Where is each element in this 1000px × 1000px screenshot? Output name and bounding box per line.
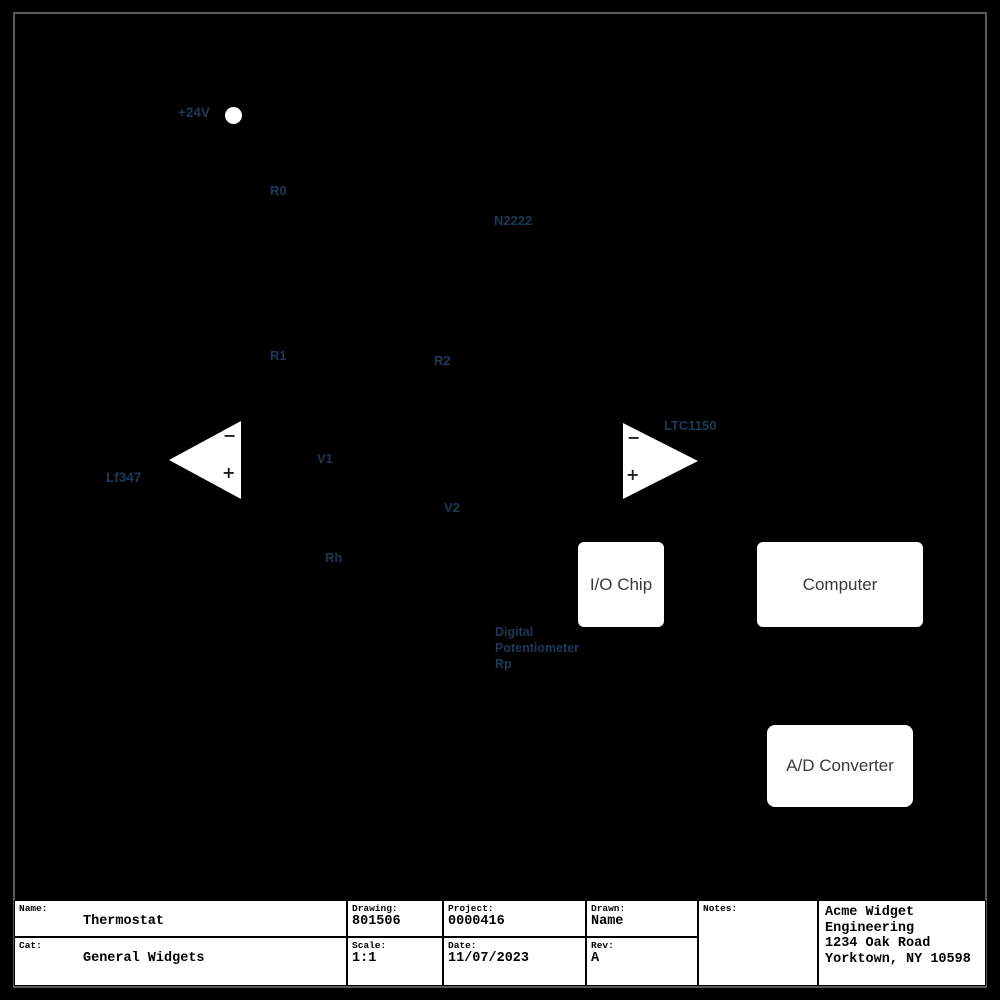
io-chip-label: I/O Chip xyxy=(589,574,653,594)
project-field-value: 0000416 xyxy=(448,914,505,929)
drawing-field-value: 801506 xyxy=(352,914,401,929)
title-block-drawn-cell: Drawn: Name xyxy=(586,900,698,937)
cat-field-value: General Widgets xyxy=(83,951,205,966)
node-label-v1: V1 xyxy=(317,451,333,466)
company-name: Acme Widget Engineering xyxy=(825,905,915,936)
company-city: Yorktown, NY 10598 xyxy=(825,951,971,967)
name-field-label: Name: xyxy=(19,903,48,914)
ad-converter-block: A/D Converter xyxy=(767,725,913,807)
scale-field-value: 1:1 xyxy=(352,951,377,966)
node-label-v2: V2 xyxy=(444,500,460,515)
title-block-scale-cell: Scale: 1:1 xyxy=(347,937,443,986)
notes-field-label: Notes: xyxy=(703,903,738,914)
digital-potentiometer-label: Digital Potentiometer Rp xyxy=(495,624,579,672)
cat-field-label: Cat: xyxy=(19,940,42,951)
power-terminal-dot xyxy=(225,107,242,124)
title-block-date-cell: Date: 11/07/2023 xyxy=(443,937,586,986)
title-block-cat-cell: Cat: General Widgets xyxy=(14,937,347,986)
scale-field-label: Scale: xyxy=(352,940,387,951)
title-block-company-cell: Acme Widget Engineering 1234 Oak Road Yo… xyxy=(818,900,986,986)
digital-potentiometer-line2: Potentiometer xyxy=(495,641,580,655)
title-block: Name: Thermostat Drawing: 801506 Project… xyxy=(14,900,986,986)
title-block-name-cell: Name: Thermostat xyxy=(14,900,347,937)
ad-converter-label: A/D Converter xyxy=(786,756,894,775)
opamp-ltc1150-inverting-input-sign: − xyxy=(627,428,641,447)
rev-field-label: Rev: xyxy=(591,940,614,951)
opamp-label-ltc1150: LTC1150 xyxy=(664,418,717,433)
name-field-value: Thermostat xyxy=(83,914,165,929)
digital-potentiometer-line3: Rp xyxy=(495,657,512,671)
opamp-label-lf347: Lf347 xyxy=(106,470,142,485)
date-field-value: 11/07/2023 xyxy=(448,951,530,966)
title-block-drawing-cell: Drawing: 801506 xyxy=(347,900,443,937)
computer-block: Computer xyxy=(757,542,923,627)
resistor-label-r1: R1 xyxy=(270,348,287,363)
computer-label: Computer xyxy=(802,574,878,594)
drawn-field-value: Name xyxy=(591,914,624,929)
thermistor-label-rh: Rh xyxy=(325,550,343,565)
drawing-field-label: Drawing: xyxy=(352,903,398,914)
title-block-notes-cell: Notes: xyxy=(698,900,818,986)
power-label: +24V xyxy=(178,105,210,120)
title-block-rev-cell: Rev: A xyxy=(586,937,698,986)
rev-field-value: A xyxy=(591,951,600,966)
resistor-label-r2: R2 xyxy=(434,353,451,368)
title-block-project-cell: Project: 0000416 xyxy=(443,900,586,937)
opamp-ltc1150-noninverting-input-sign: + xyxy=(626,465,640,484)
digital-potentiometer-line1: Digital xyxy=(495,625,534,639)
transistor-label-n2222: N2222 xyxy=(494,213,533,228)
company-street: 1234 Oak Road xyxy=(825,936,931,951)
resistor-label-r0: R0 xyxy=(270,183,287,198)
io-chip-block: I/O Chip xyxy=(578,542,664,627)
date-field-label: Date: xyxy=(448,940,477,951)
drawn-field-label: Drawn: xyxy=(591,903,626,914)
project-field-label: Project: xyxy=(448,903,494,914)
drawing-frame xyxy=(13,12,987,988)
opamp-lf347-inverting-input-sign: − xyxy=(223,426,237,445)
opamp-lf347-noninverting-input-sign: + xyxy=(222,463,236,482)
